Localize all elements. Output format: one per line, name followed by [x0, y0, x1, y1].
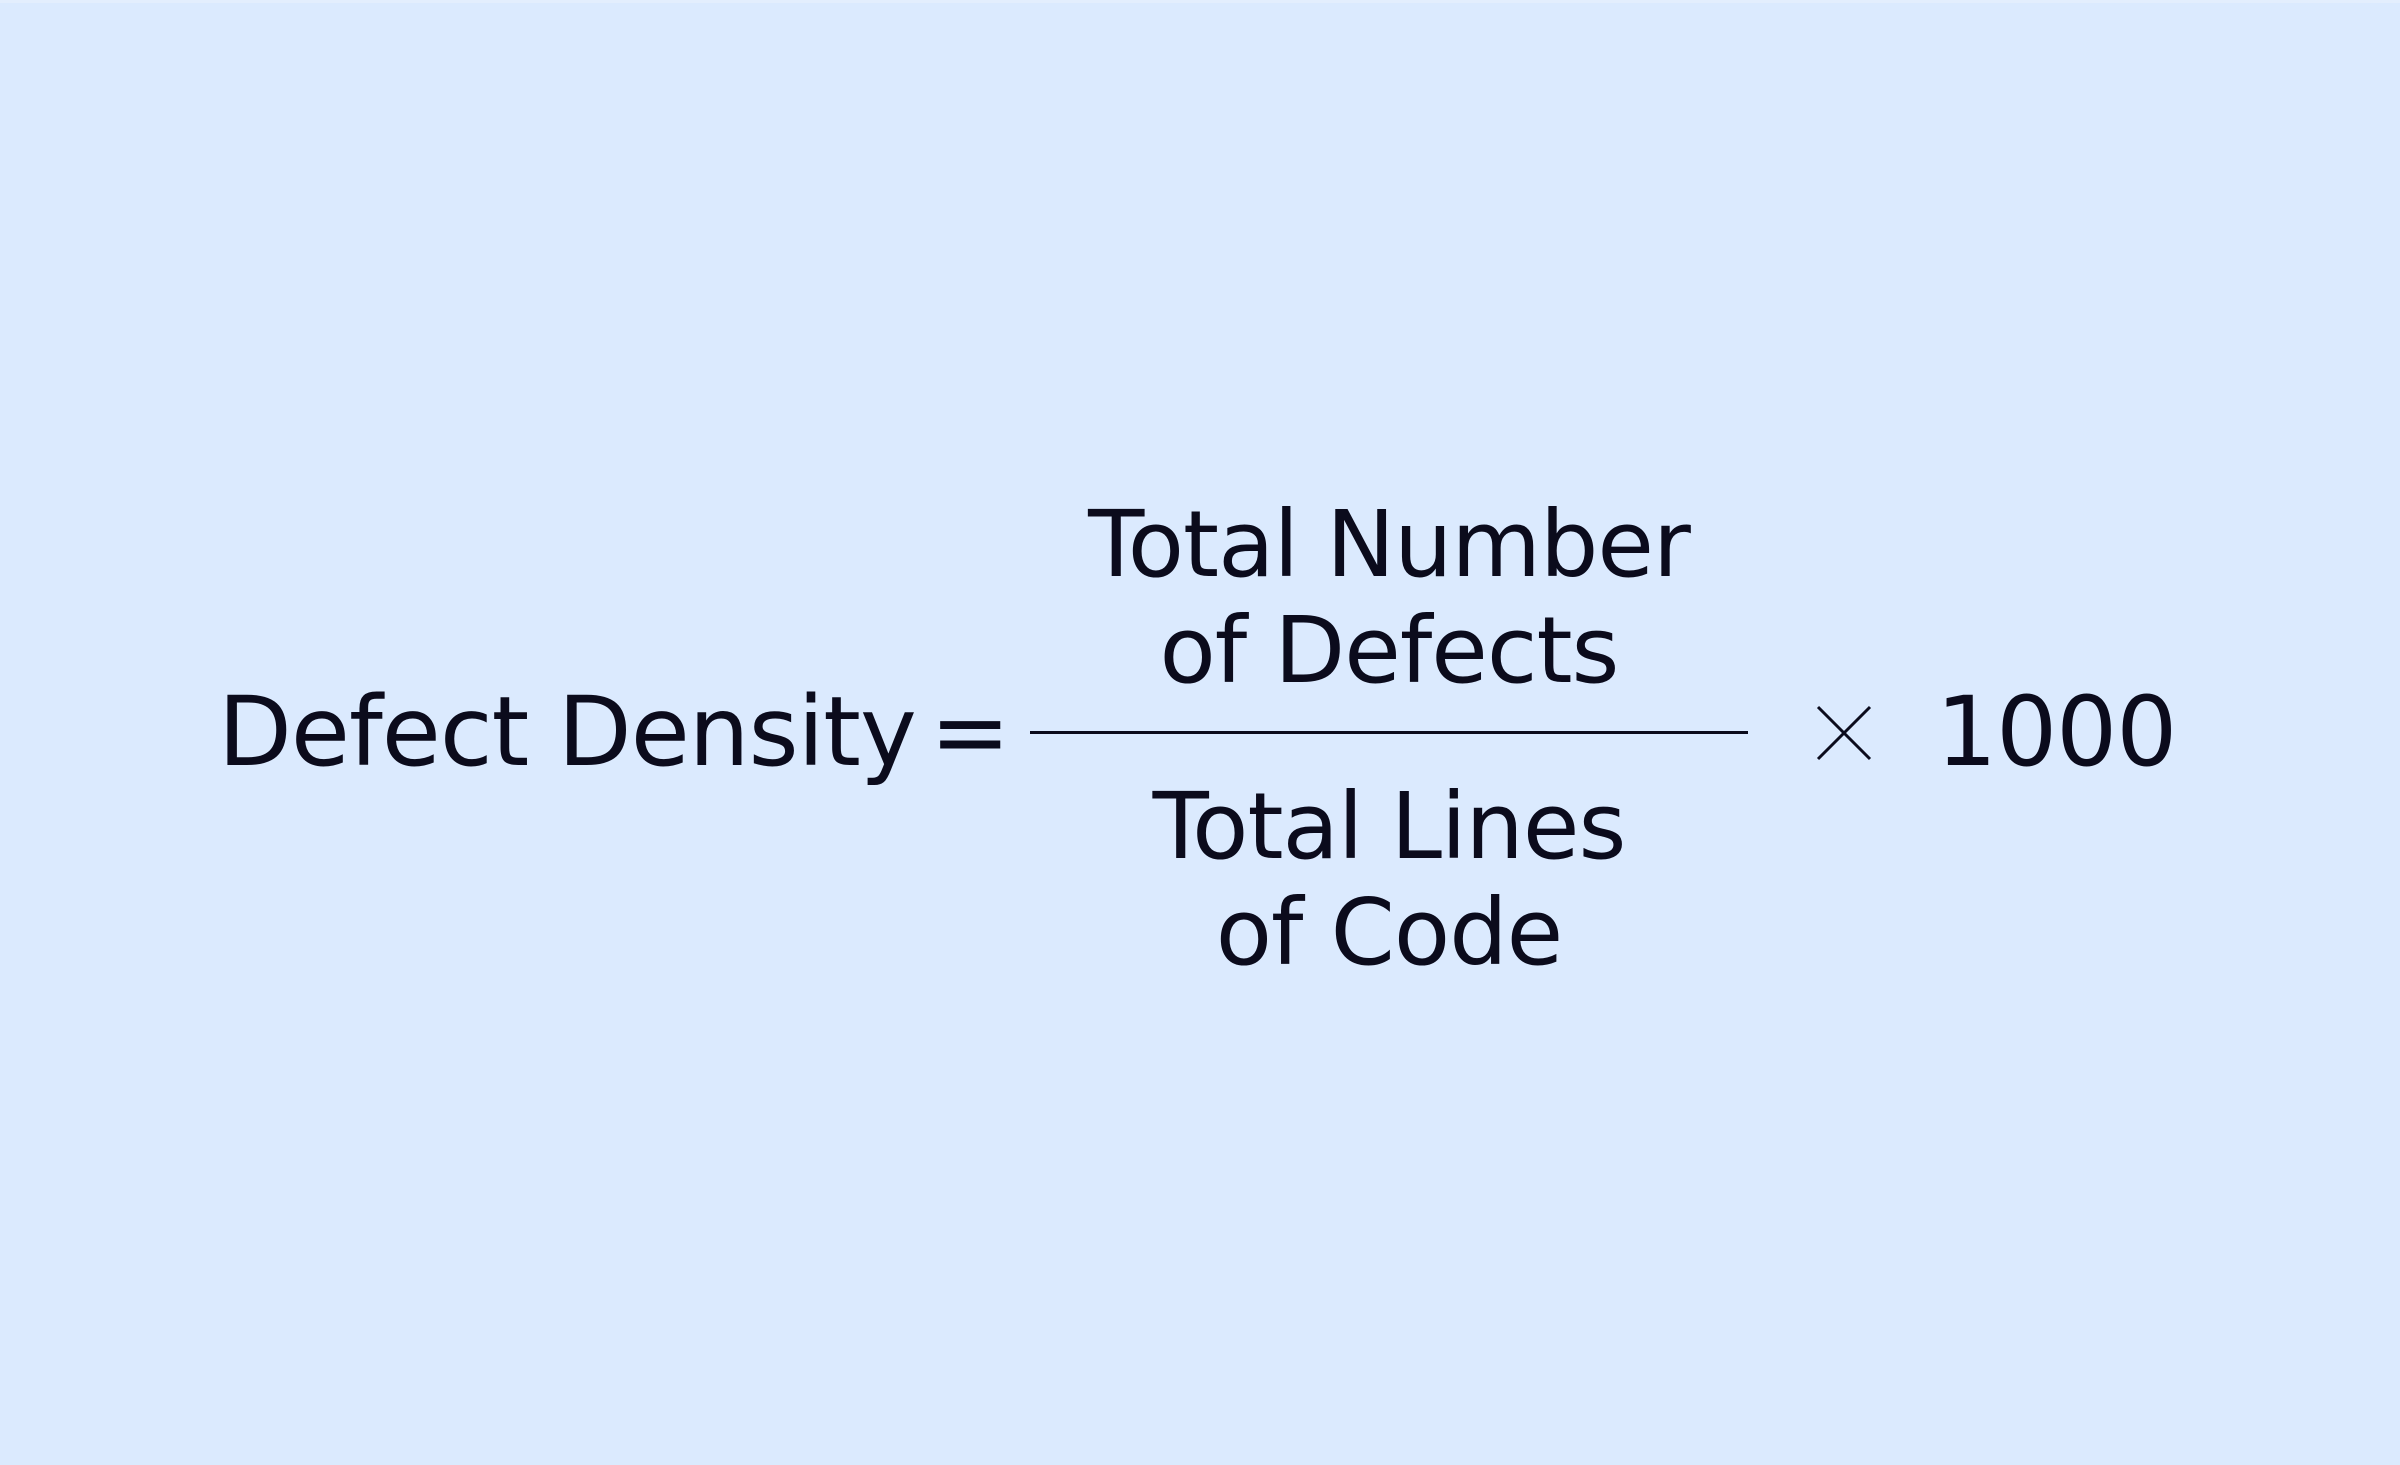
denominator-line-1: Total Lines	[1152, 773, 1627, 880]
formula-lhs-defect-density: Defect Density	[218, 676, 917, 788]
denominator-line-2: of Code	[1215, 879, 1563, 986]
equals-sign: =	[930, 676, 1011, 788]
fraction-numerator: Total Number of Defects	[1030, 492, 1748, 704]
fraction-bar	[1030, 731, 1748, 734]
multiply-icon	[1814, 703, 1874, 763]
numerator-line-1: Total Number	[1088, 491, 1691, 598]
multiplier-constant: 1000	[1936, 676, 2177, 788]
top-edge	[0, 0, 2400, 3]
numerator-line-2: of Defects	[1159, 597, 1620, 704]
fraction-denominator: Total Lines of Code	[1030, 774, 1748, 986]
